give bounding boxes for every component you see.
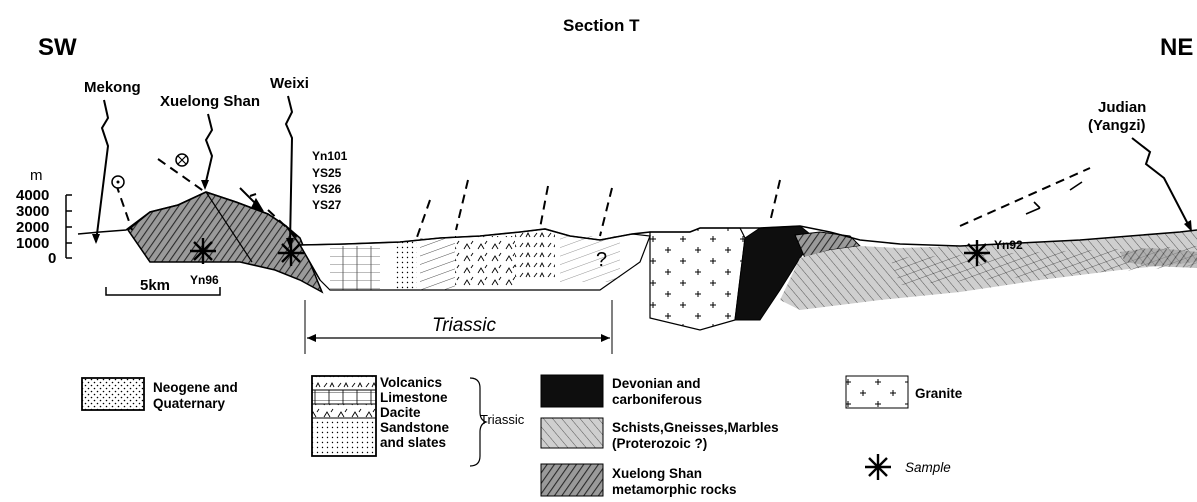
legend-triassic-label: Triassic: [480, 412, 525, 427]
sample-yn96: Yn96: [190, 273, 219, 287]
legend-neogene-2: Quaternary: [153, 396, 226, 411]
legend: Neogene and Quaternary Volcanics Limesto…: [82, 375, 963, 497]
legend-sandstone: Sandstone: [380, 420, 450, 435]
legend-xuelong-1: Xuelong Shan: [612, 466, 702, 481]
unknown-mark: ?: [596, 249, 607, 271]
cross-section-body: Triassic ?: [78, 154, 1197, 354]
legend-dacite: Dacite: [380, 405, 421, 420]
granite-body: [650, 228, 745, 330]
legend-schists-1: Schists,Gneisses,Marbles: [612, 420, 779, 435]
sample-yn101: Yn101: [312, 149, 348, 163]
legend-swatch-granite: [846, 376, 908, 408]
sample-ys27: YS27: [312, 198, 342, 212]
scale-bar-label: 5km: [140, 277, 170, 294]
direction-sw: SW: [38, 34, 77, 61]
legend-neogene-1: Neogene and: [153, 380, 238, 395]
legend-xuelong-2: metamorphic rocks: [612, 482, 737, 497]
legend-devonian-1: Devonian and: [612, 376, 701, 391]
section-title: Section T: [563, 16, 640, 35]
legend-schists-2: (Proterozoic ?): [612, 436, 707, 451]
legend-swatch-devonian: [541, 375, 603, 407]
elevation-unit: m: [30, 167, 43, 184]
place-weixi: Weixi: [270, 75, 309, 92]
place-xuelong-shan: Xuelong Shan: [160, 93, 260, 110]
legend-slates: and slates: [380, 435, 446, 450]
legend-sample: Sample: [905, 460, 951, 475]
place-yangzi: (Yangzi): [1088, 117, 1146, 134]
sample-yn92: Yn92: [994, 238, 1023, 252]
legend-devonian-2: carboniferous: [612, 392, 702, 407]
tick-label: 4000: [16, 187, 49, 204]
legend-volcanics: Volcanics: [380, 375, 442, 390]
tick-label: 2000: [16, 219, 49, 236]
triassic-span: Triassic: [305, 300, 612, 354]
tick-label: 3000: [16, 203, 49, 220]
sample-ys26: YS26: [312, 182, 342, 196]
direction-ne: NE: [1160, 34, 1193, 61]
sample-ys25: YS25: [312, 166, 342, 180]
legend-granite: Granite: [915, 386, 963, 401]
elevation-axis: m 4000 3000 2000 1000 0: [16, 167, 72, 267]
legend-swatch-schists: [541, 418, 603, 448]
legend-swatch-neogene: [82, 378, 144, 410]
tick-label: 1000: [16, 235, 49, 252]
place-mekong: Mekong: [84, 79, 141, 96]
triassic-span-label: Triassic: [432, 315, 497, 336]
legend-swatch-xuelong: [541, 464, 603, 496]
legend-sample-star-icon: [865, 454, 891, 480]
tick-label: 0: [48, 250, 56, 267]
place-judian: Judian: [1098, 99, 1146, 116]
legend-limestone: Limestone: [380, 390, 448, 405]
